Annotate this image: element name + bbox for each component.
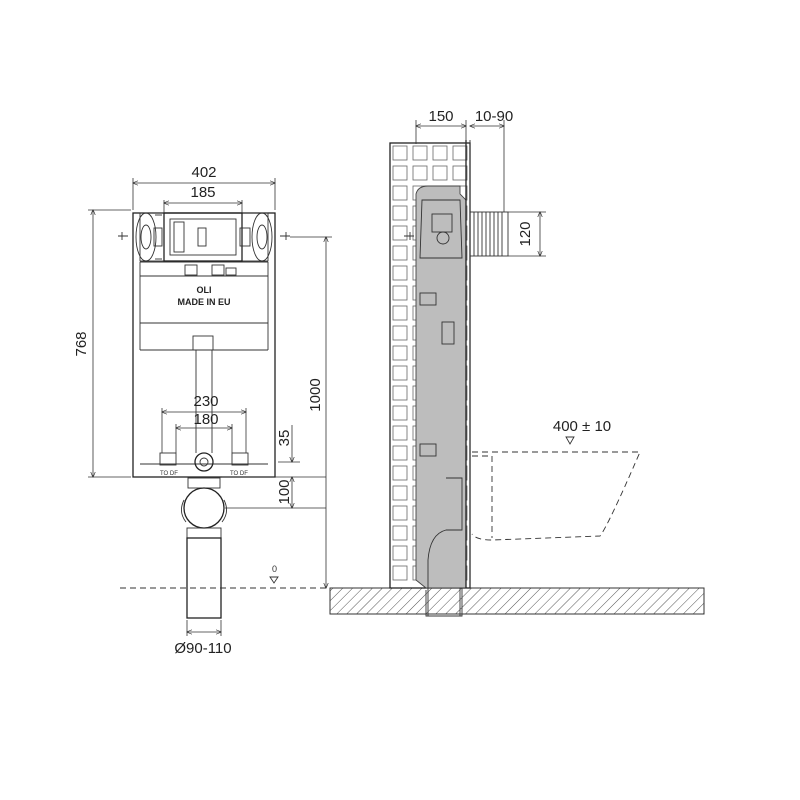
dim-height-1000: 1000: [307, 378, 324, 411]
right-foot-bracket: [231, 452, 249, 466]
frame-outline: [132, 212, 276, 478]
dim-width-185: 185: [190, 184, 215, 201]
right-inlet-arrow-icon: [280, 232, 290, 240]
wall-tile: [392, 345, 408, 361]
svg-text:TO DF: TO DF: [160, 471, 178, 477]
wall-tile: [412, 145, 428, 161]
wall-tile: [392, 265, 408, 281]
wall-tile: [452, 165, 468, 181]
drain-pipe: [186, 537, 222, 619]
brand-logo-text: OLI: [197, 285, 212, 295]
wall-tile: [392, 205, 408, 221]
wall-tile: [392, 285, 408, 301]
flush-plate-opening: [163, 212, 243, 262]
left-inlet-arrow-icon: [118, 232, 128, 240]
wall-tile: [392, 305, 408, 321]
dim-width-402: 402: [191, 164, 216, 181]
wall-tile: [392, 325, 408, 341]
dim-35: 35: [276, 430, 293, 447]
inlet-arrow-icon: [404, 232, 414, 240]
wall-tile: [432, 145, 448, 161]
dim-spacing-230: 230: [193, 393, 218, 410]
left-foot-bracket: [159, 452, 177, 466]
side-view: 150 10-90 120 400 ± 10: [329, 108, 705, 617]
left-inlet-cylinder: [135, 212, 163, 262]
wall-tile: [392, 445, 408, 461]
dim-spacing-180: 180: [193, 411, 218, 428]
wall-tile: [392, 245, 408, 261]
wall-tile: [392, 485, 408, 501]
floor-hatch: [329, 587, 705, 615]
wall-tile: [392, 385, 408, 401]
flush-down-pipe: [192, 335, 214, 351]
dim-depth-150: 150: [428, 108, 453, 125]
wall-hung-bowl-outline: [471, 451, 641, 541]
floor-zero-label: 0: [272, 564, 277, 574]
drain-connector: [181, 452, 227, 619]
wall-tile: [392, 425, 408, 441]
wall-tile: [392, 525, 408, 541]
wall-tile: [412, 165, 428, 181]
dim-flush-pipe-120: 120: [517, 221, 534, 246]
dim-100: 100: [276, 479, 293, 504]
wall-tile: [392, 545, 408, 561]
wall-tile: [392, 465, 408, 481]
upper-wall-bracket: [419, 292, 437, 306]
wall-tile: [452, 145, 468, 161]
wall-tile: [392, 365, 408, 381]
wall-tile: [392, 405, 408, 421]
wall-tile: [432, 165, 448, 181]
dim-pipe-diameter: Ø90-110: [174, 640, 231, 657]
dim-bowl-height: 400 ± 10: [553, 418, 611, 435]
wall-tile: [392, 505, 408, 521]
flush-pipe: [469, 211, 509, 257]
svg-text:TO DF: TO DF: [230, 471, 248, 477]
wall-tile: [392, 145, 408, 161]
lower-wall-bracket: [419, 443, 437, 457]
wall-tile: [392, 565, 408, 581]
wall-tile: [392, 185, 408, 201]
dim-height-768: 768: [73, 331, 90, 356]
side-frame-body: [415, 185, 467, 589]
made-in-label: MADE IN EU: [177, 297, 230, 307]
front-view: OLI MADE IN EU TO DF TO DF 40: [73, 164, 390, 657]
wall-tile: [392, 165, 408, 181]
wall-tile: [392, 225, 408, 241]
right-inlet-cylinder: [239, 212, 273, 262]
dim-wall-gap: 10-90: [475, 108, 513, 125]
cistern-body: [139, 212, 269, 262]
